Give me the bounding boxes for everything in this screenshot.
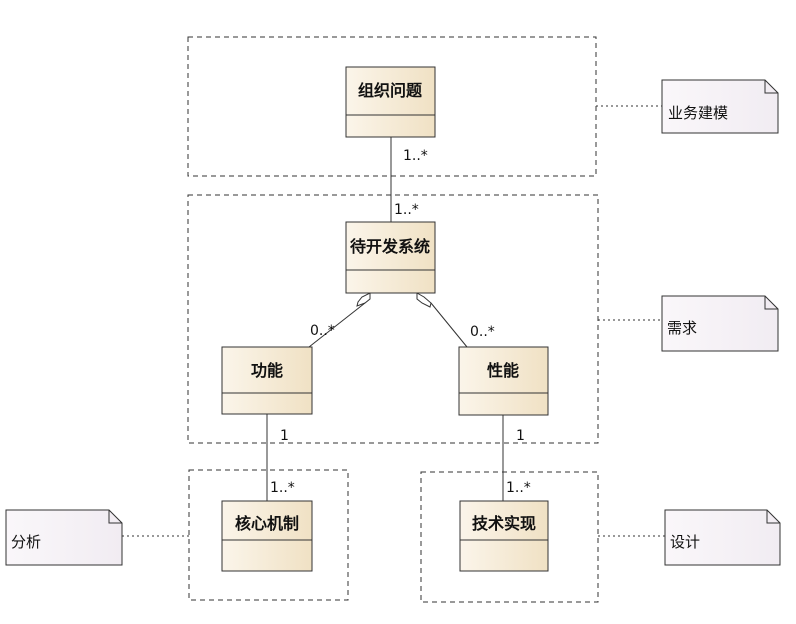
- assoc-system-function: [308, 302, 366, 348]
- note-text-analysis: 分析: [11, 533, 41, 551]
- mult-org-system-top: 1..*: [403, 148, 428, 164]
- note-text-business-modeling: 业务建模: [668, 104, 728, 122]
- mult-system-function: 0..*: [310, 323, 335, 339]
- class-title-org-problem: 组织问题: [358, 81, 423, 100]
- note-business-modeling[interactable]: 业务建模: [661, 79, 779, 134]
- class-tech-impl[interactable]: 技术实现: [459, 500, 549, 572]
- mult-function-core: 1..*: [270, 480, 295, 496]
- aggregation-diamond-left: [356, 292, 371, 307]
- note-text-design: 设计: [670, 533, 700, 551]
- class-title-system: 待开发系统: [350, 237, 430, 256]
- class-title-tech-impl: 技术实现: [472, 514, 536, 533]
- note-text-requirements: 需求: [667, 319, 697, 337]
- class-title-core-mechanism: 核心机制: [235, 514, 299, 533]
- class-org-problem[interactable]: 组织问题: [345, 66, 436, 138]
- package-requirements: [187, 194, 599, 444]
- class-system[interactable]: 待开发系统: [345, 221, 436, 294]
- class-title-performance: 性能: [487, 361, 519, 380]
- mult-function-one: 1: [280, 428, 289, 444]
- mult-org-system-bottom: 1..*: [394, 202, 419, 218]
- mult-performance-one: 1: [516, 428, 525, 444]
- package-design: [420, 471, 599, 603]
- package-analysis: [188, 469, 349, 601]
- note-design[interactable]: 设计: [664, 509, 781, 566]
- note-requirements[interactable]: 需求: [661, 295, 779, 352]
- class-function[interactable]: 功能: [221, 346, 313, 415]
- class-core-mechanism[interactable]: 核心机制: [221, 500, 313, 572]
- assoc-system-performance: [430, 302, 468, 348]
- class-performance[interactable]: 性能: [458, 346, 549, 416]
- class-title-function: 功能: [251, 361, 283, 380]
- note-analysis[interactable]: 分析: [5, 509, 123, 566]
- mult-system-performance: 0..*: [470, 324, 495, 340]
- aggregation-diamond-right: [416, 292, 432, 308]
- mult-performance-tech: 1..*: [506, 480, 531, 496]
